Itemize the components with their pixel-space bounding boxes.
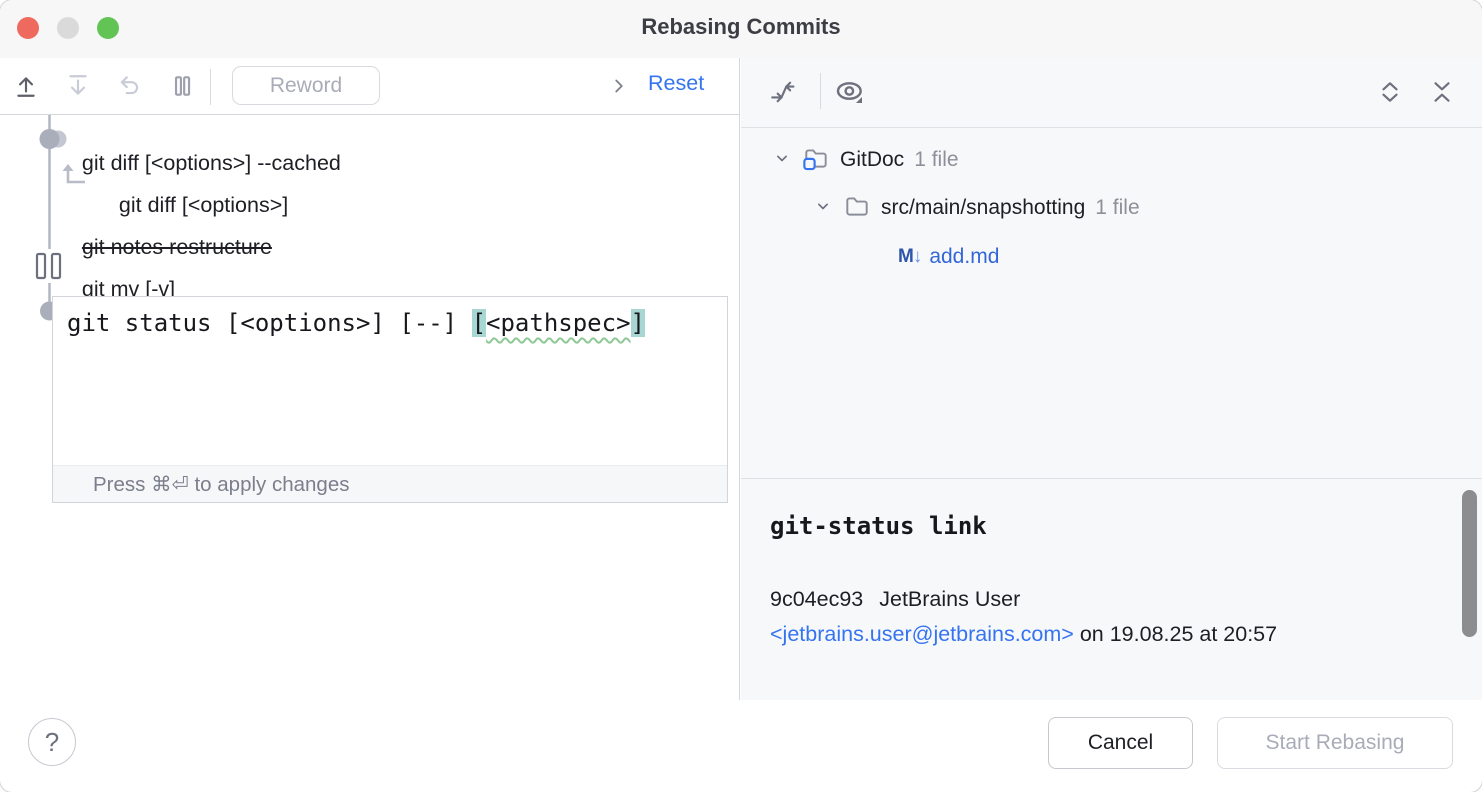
project-name: GitDoc (840, 148, 905, 171)
apply-changes-hint: Press ⌘⏎ to apply changes (53, 465, 727, 502)
reset-link[interactable]: Reset (648, 71, 705, 95)
reword-button[interactable]: Reword (232, 66, 380, 105)
matched-bracket-open: [ (471, 309, 487, 337)
commit-author: JetBrains User (879, 587, 1021, 611)
commit-meta-line2: <jetbrains.user@jetbrains.com> on 19.08.… (770, 622, 1277, 647)
collapse-all-icon[interactable] (1429, 79, 1455, 105)
file-name: add.md (929, 245, 1000, 268)
window-title: Rebasing Commits (641, 14, 841, 39)
pause-icon[interactable] (169, 73, 195, 99)
chevron-down-icon[interactable] (772, 148, 792, 173)
minimize-window-button[interactable] (57, 17, 79, 39)
help-button-label: ? (44, 726, 60, 757)
editor-text-line[interactable]: git status [<options>] [--] [<pathspec>] (67, 309, 645, 337)
start-rebasing-button-label: Start Rebasing (1265, 731, 1405, 754)
editor-text: git status [<options>] [--] (67, 309, 472, 337)
commit-row[interactable]: git notes restructure (58, 210, 272, 285)
commit-subject: git-status link (770, 512, 987, 540)
cancel-button[interactable]: Cancel (1048, 717, 1193, 769)
expand-all-icon[interactable] (1377, 79, 1403, 105)
folder-icon (843, 192, 871, 225)
directory-file-count: 1 file (1095, 196, 1140, 219)
directory-name: src/main/snapshotting (881, 196, 1086, 219)
misspelled-word: <pathspec> (486, 309, 631, 337)
commit-hash: 9c04ec93 (770, 587, 864, 611)
commit-message-dropped: git notes restructure (81, 235, 272, 259)
preview-eye-icon[interactable] (834, 77, 866, 109)
matched-bracket-close: ] (630, 309, 645, 337)
pause-graph-icon (35, 252, 62, 280)
left-toolbar-divider (0, 114, 740, 115)
cancel-button-label: Cancel (1087, 731, 1154, 754)
toolbar-separator (210, 69, 211, 105)
toolbar-separator (820, 73, 821, 109)
commit-date: on 19.08.25 at 20:57 (1073, 622, 1278, 646)
right-toolbar-divider (741, 127, 1482, 128)
zoom-window-button[interactable] (97, 17, 119, 39)
commit-node (39, 129, 60, 149)
commit-message: git diff [<options>] --cached (81, 151, 341, 175)
squash-arrow-icon (60, 160, 88, 188)
start-rebasing-button[interactable]: Start Rebasing (1217, 717, 1453, 769)
title-bar: Rebasing Commits (0, 0, 1482, 58)
details-panel (741, 58, 1482, 700)
compare-arrows-icon[interactable] (769, 79, 795, 105)
commit-meta-line1: 9c04ec93 JetBrains User (770, 587, 1020, 612)
tree-row-project[interactable]: GitDoc 1 file (772, 141, 959, 179)
apply-changes-hint-text: Press ⌘⏎ to apply changes (93, 472, 350, 496)
close-window-button[interactable] (17, 17, 39, 39)
project-folder-icon (802, 144, 830, 177)
commit-message: git diff [<options>] (118, 193, 289, 217)
move-up-icon[interactable] (13, 73, 39, 99)
author-email-link[interactable]: <jetbrains.user@jetbrains.com> (770, 622, 1074, 646)
move-down-icon[interactable] (65, 73, 91, 99)
chevron-down-icon[interactable] (813, 196, 833, 221)
scrollbar-thumb[interactable] (1462, 490, 1477, 637)
tree-row-directory[interactable]: src/main/snapshotting 1 file (813, 189, 1140, 227)
project-file-count: 1 file (914, 148, 959, 171)
chevron-right-icon[interactable] (608, 75, 630, 97)
commit-row[interactable]: git diff [<options>] --cached (58, 126, 341, 201)
tree-row-file[interactable]: M↓ add.md (898, 238, 999, 276)
undo-icon[interactable] (117, 73, 143, 99)
details-divider (741, 478, 1482, 479)
markdown-file-icon: M↓ (898, 246, 922, 267)
reword-button-label: Reword (269, 73, 343, 97)
commit-message-editor[interactable]: git status [<options>] [--] [<pathspec>]… (52, 296, 728, 503)
commit-row[interactable]: git diff [<options>] (95, 168, 288, 243)
help-button[interactable]: ? (28, 718, 76, 766)
